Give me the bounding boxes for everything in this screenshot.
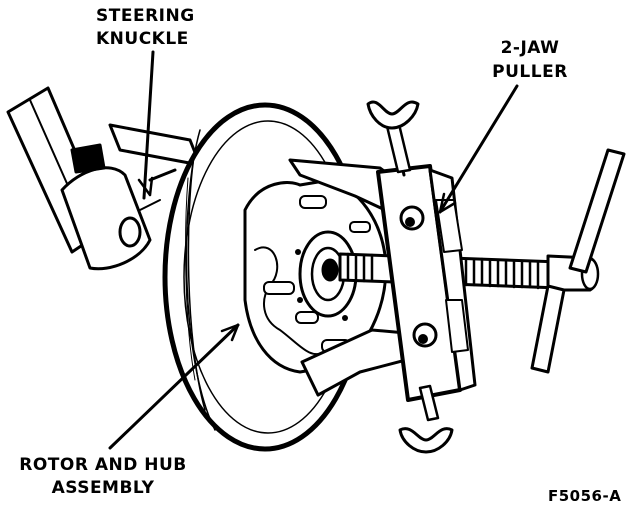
puller-leader (438, 84, 519, 214)
hub-assembly (243, 178, 388, 374)
leader-lines (108, 50, 519, 450)
two-jaw-puller-label-line2: PULLER (492, 62, 568, 82)
steering-knuckle-part (6, 86, 202, 271)
two-jaw-puller-label-line1: 2-JAW (500, 38, 560, 58)
steering-knuckle-label-line1: STEERING (96, 6, 195, 26)
steering-knuckle-leader (142, 50, 155, 200)
steering-knuckle-label-line2: KNUCKLE (96, 29, 189, 49)
rotor-hub-label-line2: ASSEMBLY (51, 478, 155, 498)
puller-body (288, 100, 477, 454)
rotor-leader (108, 323, 240, 450)
figure-id: F5056-A (548, 487, 622, 505)
rotor-hub-label-line1: ROTOR AND HUB (19, 455, 187, 475)
